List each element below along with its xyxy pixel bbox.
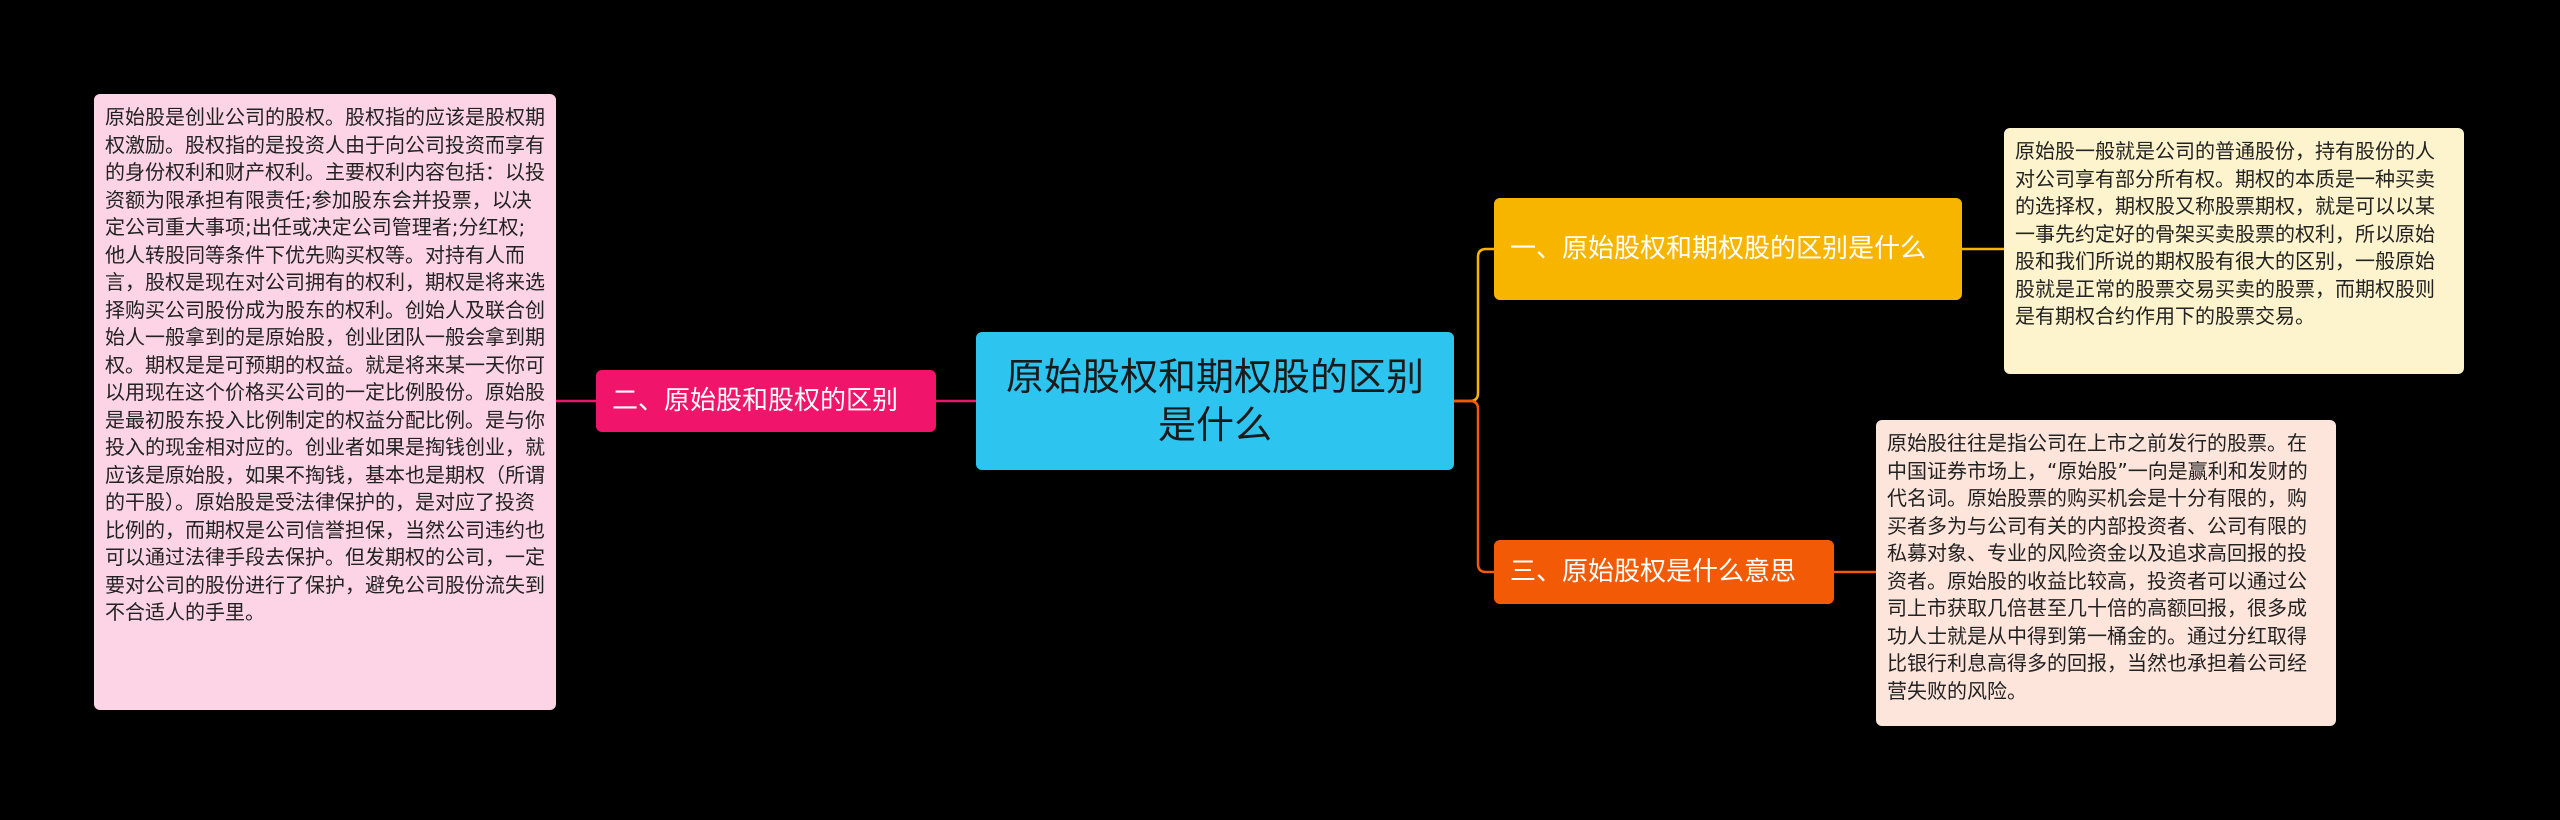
branch-topic-3-label: 三、原始股权是什么意思 xyxy=(1510,557,1797,587)
connector-center-to-branch-1 xyxy=(1454,247,1494,403)
detail-note-3[interactable]: 原始股往往是指公司在上市之前发行的股票。在中国证券市场上，“原始股”一向是赢利和… xyxy=(1876,420,2336,726)
branch-topic-2-label: 二、原始股和股权的区别 xyxy=(612,386,899,416)
detail-note-2-text: 原始股是创业公司的股权。股权指的应该是股权期权激励。股权指的是投资人由于向公司投… xyxy=(105,105,545,624)
branch-topic-2[interactable]: 二、原始股和股权的区别 xyxy=(596,370,936,432)
connector-center-to-branch-3 xyxy=(1454,399,1494,574)
branch-topic-1-label: 一、原始股权和期权股的区别是什么 xyxy=(1510,234,1927,264)
detail-note-3-text: 原始股往往是指公司在上市之前发行的股票。在中国证券市场上，“原始股”一向是赢利和… xyxy=(1887,431,2308,703)
branch-topic-1[interactable]: 一、原始股权和期权股的区别是什么 xyxy=(1494,198,1962,300)
central-topic-title: 原始股权和期权股的区别是什么 xyxy=(1005,355,1424,447)
central-topic[interactable]: 原始股权和期权股的区别是什么 xyxy=(976,332,1454,470)
detail-note-2[interactable]: 原始股是创业公司的股权。股权指的应该是股权期权激励。股权指的是投资人由于向公司投… xyxy=(94,94,556,710)
detail-note-1-text: 原始股一般就是公司的普通股份，持有股份的人对公司享有部分所有权。期权的本质是一种… xyxy=(2015,139,2435,328)
detail-note-1[interactable]: 原始股一般就是公司的普通股份，持有股份的人对公司享有部分所有权。期权的本质是一种… xyxy=(2004,128,2464,374)
branch-topic-3[interactable]: 三、原始股权是什么意思 xyxy=(1494,540,1834,604)
